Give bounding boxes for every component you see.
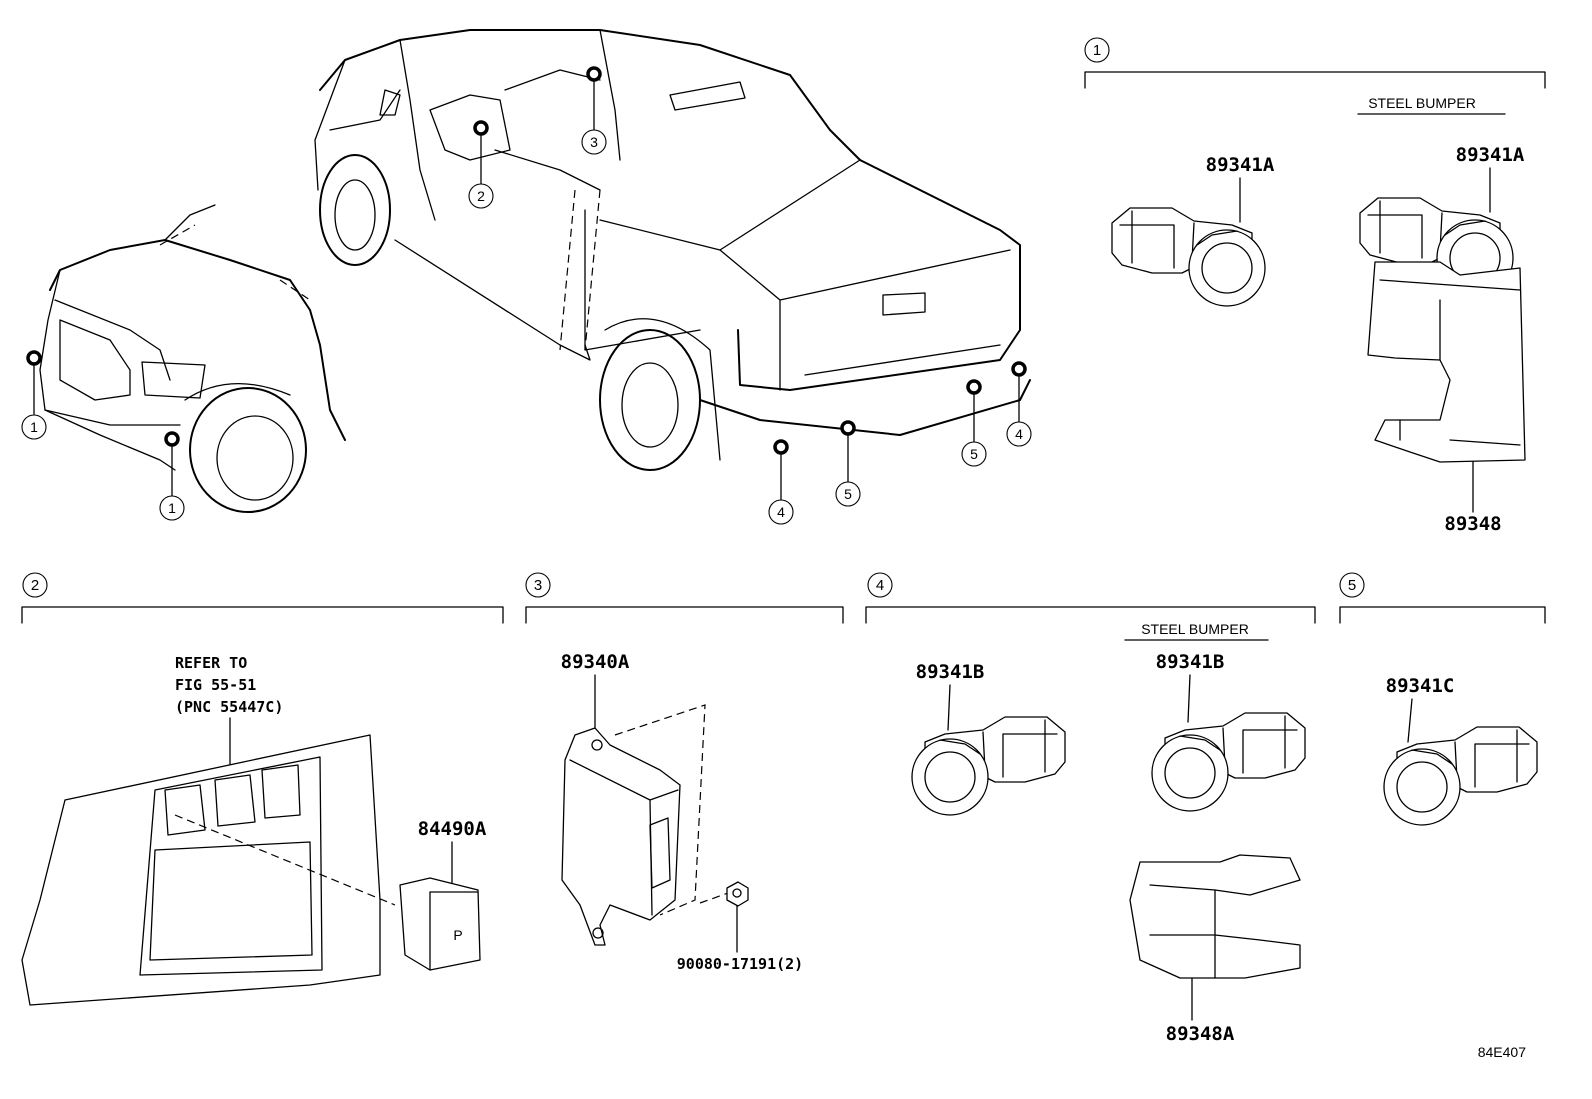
svg-text:5: 5 bbox=[1348, 577, 1356, 594]
part-89340A: 89340A bbox=[561, 651, 630, 673]
ecu-89340A-drawing bbox=[561, 727, 681, 946]
section-5-index: 5 bbox=[1339, 572, 1365, 598]
part-89341B-left: 89341B bbox=[916, 661, 985, 683]
location-callouts: 1 1 2 3 4 4 5 5 bbox=[21, 129, 1032, 525]
refer-line-2: FIG 55-51 bbox=[175, 676, 256, 694]
svg-text:5: 5 bbox=[844, 486, 852, 502]
section-1-index: 1 bbox=[1084, 37, 1110, 63]
retainer-89348A-drawing bbox=[1129, 854, 1301, 979]
svg-text:1: 1 bbox=[1093, 42, 1101, 59]
svg-text:1: 1 bbox=[30, 419, 38, 435]
svg-text:4: 4 bbox=[777, 504, 785, 520]
console-panel-drawing bbox=[21, 734, 381, 1006]
callout-4b: 4 bbox=[1006, 421, 1032, 447]
section-1: 1 STEEL BUMPER 89341A 89341A 89348 bbox=[1084, 37, 1546, 535]
section-4: 4 STEEL BUMPER 89341B 89341B 89348A bbox=[865, 572, 1316, 1045]
part-89341A-left: 89341A bbox=[1206, 154, 1275, 176]
location-markers bbox=[26, 66, 1027, 501]
section-2-index: 2 bbox=[22, 572, 48, 598]
part-89348A: 89348A bbox=[1166, 1023, 1235, 1045]
truck-front-view bbox=[39, 204, 346, 513]
refer-line-1: REFER TO bbox=[175, 654, 247, 672]
section-3: 3 89340A 90080-17191(2) bbox=[525, 572, 844, 973]
part-89341A-right: 89341A bbox=[1456, 144, 1525, 166]
svg-text:1: 1 bbox=[168, 500, 176, 516]
section-5: 5 89341C bbox=[1339, 572, 1546, 826]
svg-text:4: 4 bbox=[876, 577, 884, 594]
callout-1b: 1 bbox=[159, 495, 185, 521]
steel-bumper-label-1: STEEL BUMPER bbox=[1368, 95, 1476, 111]
callout-2: 2 bbox=[468, 183, 494, 209]
switch-84490A-drawing: P bbox=[399, 877, 481, 971]
refer-line-3: (PNC 55447C) bbox=[175, 698, 283, 716]
callout-3: 3 bbox=[581, 129, 607, 155]
sensor-89341B-left-drawing bbox=[911, 716, 1066, 816]
part-89348: 89348 bbox=[1444, 513, 1501, 535]
retainer-89348-drawing bbox=[1367, 261, 1526, 463]
switch-face-label: P bbox=[453, 927, 462, 943]
svg-text:4: 4 bbox=[1015, 426, 1023, 442]
callout-1a: 1 bbox=[21, 414, 47, 440]
part-89341C: 89341C bbox=[1386, 675, 1455, 697]
section-4-index: 4 bbox=[867, 572, 893, 598]
sensor-89341B-right-drawing bbox=[1151, 712, 1306, 812]
callout-5a: 5 bbox=[835, 481, 861, 507]
section-2: 2 REFER TO FIG 55-51 (PNC 55447C) 84490A… bbox=[21, 572, 504, 1006]
svg-text:3: 3 bbox=[590, 134, 598, 150]
part-84490A: 84490A bbox=[418, 818, 487, 840]
svg-text:5: 5 bbox=[970, 446, 978, 462]
sensor-89341A-left-drawing bbox=[1111, 207, 1266, 307]
callout-4a: 4 bbox=[768, 499, 794, 525]
section-3-index: 3 bbox=[525, 572, 551, 598]
part-89341B-right: 89341B bbox=[1156, 651, 1225, 673]
svg-text:2: 2 bbox=[31, 577, 39, 594]
nut-90080-17191-drawing bbox=[726, 881, 749, 907]
steel-bumper-label-4: STEEL BUMPER bbox=[1141, 621, 1249, 637]
sensor-89341C-drawing bbox=[1383, 726, 1538, 826]
svg-text:2: 2 bbox=[477, 188, 485, 204]
callout-5b: 5 bbox=[961, 441, 987, 467]
part-90080-17191: 90080-17191(2) bbox=[677, 955, 803, 973]
diagram-id: 84E407 bbox=[1478, 1044, 1526, 1060]
svg-text:3: 3 bbox=[534, 577, 542, 594]
truck-rear-view bbox=[314, 29, 1031, 471]
